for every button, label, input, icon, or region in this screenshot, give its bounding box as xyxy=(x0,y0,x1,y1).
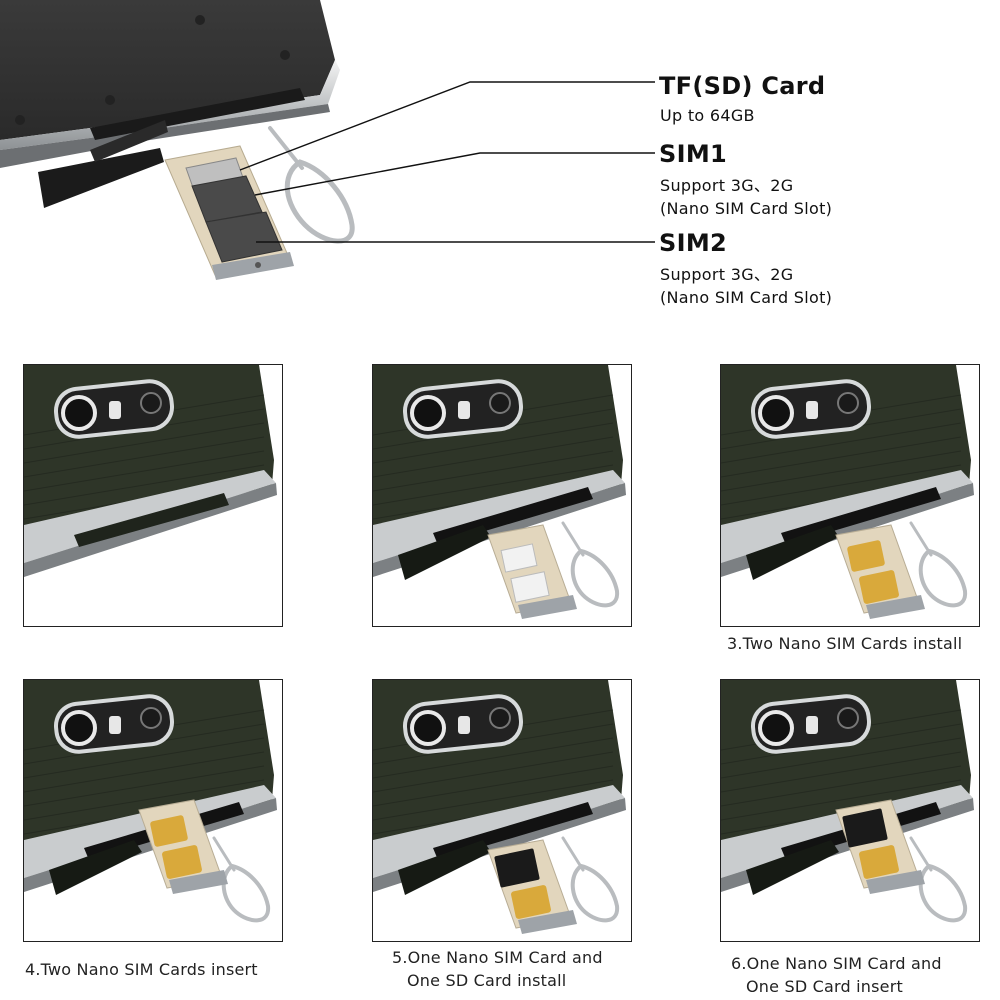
step-panel-3 xyxy=(720,364,980,627)
step-panel-6 xyxy=(720,679,980,942)
caption-step-5-line-2: One SD Card install xyxy=(407,971,567,990)
label-sim1-line-2: (Nano SIM Card Slot) xyxy=(660,199,833,218)
hero-eject-pin xyxy=(268,126,355,244)
step-illustration-1 xyxy=(24,365,277,577)
caption-step-6-line-1: 6.One Nano SIM Card and xyxy=(731,954,942,973)
camera-lens-secondary xyxy=(140,392,162,414)
eject-pin xyxy=(212,836,271,923)
nano-sim-card xyxy=(150,815,188,847)
leader-line-sim1 xyxy=(254,152,655,196)
label-tf-card-title: TF(SD) Card xyxy=(659,72,826,100)
label-sim1-title: SIM1 xyxy=(659,140,727,168)
sim-tray xyxy=(487,839,577,934)
hero-illustration xyxy=(0,0,655,280)
camera-lens xyxy=(61,710,97,746)
flash-led xyxy=(806,716,818,734)
slot-cover xyxy=(74,493,229,547)
flash-led xyxy=(109,401,121,419)
hero-flap xyxy=(38,120,168,208)
step-illustration-6 xyxy=(721,680,974,923)
slot-flap xyxy=(398,525,491,580)
hero-tray xyxy=(164,145,294,280)
slot-flap xyxy=(746,840,839,895)
flash-led xyxy=(458,716,470,734)
label-sim2-line-1: Support 3G、2G xyxy=(660,265,794,284)
camera-lens-secondary xyxy=(140,707,162,729)
eject-pin xyxy=(561,836,620,923)
camera-lens xyxy=(61,395,97,431)
sim-tray xyxy=(835,799,925,894)
caption-step-5-line-1: 5.One Nano SIM Card and xyxy=(392,948,603,967)
camera-lens-secondary xyxy=(489,707,511,729)
camera-lens xyxy=(758,710,794,746)
sim-tray xyxy=(138,799,228,894)
sd-card xyxy=(842,808,888,848)
camera-lens-secondary xyxy=(837,392,859,414)
flash-led xyxy=(806,401,818,419)
slot-flap xyxy=(398,840,491,895)
step-illustration-5 xyxy=(373,680,626,934)
step-illustration-4 xyxy=(24,680,277,923)
nano-sim-card xyxy=(847,540,885,572)
sd-card xyxy=(494,848,540,888)
label-sim1-line-1: Support 3G、2G xyxy=(660,176,794,195)
camera-lens-secondary xyxy=(837,707,859,729)
step-panel-4 xyxy=(23,679,283,942)
step-panel-5 xyxy=(372,679,632,942)
sim-tray xyxy=(487,524,577,619)
slot-flap xyxy=(49,840,142,895)
eject-pin xyxy=(561,521,620,608)
step-illustration-2 xyxy=(373,365,626,619)
leader-lines xyxy=(239,81,655,243)
flash-led xyxy=(109,716,121,734)
nano-sim-card xyxy=(511,885,551,919)
camera-lens-secondary xyxy=(489,392,511,414)
caption-step-4: 4.Two Nano SIM Cards insert xyxy=(25,960,258,979)
slot-flap xyxy=(746,525,839,580)
caption-step-6-line-2: One SD Card insert xyxy=(746,977,903,996)
eject-pin xyxy=(909,836,968,923)
eject-pin xyxy=(909,521,968,608)
flash-led xyxy=(458,401,470,419)
label-sim2-title: SIM2 xyxy=(659,229,727,257)
hero-phone xyxy=(0,0,340,168)
step-panel-1 xyxy=(23,364,283,627)
label-tf-card-line-1: Up to 64GB xyxy=(660,106,755,125)
leader-line-tf xyxy=(239,81,655,171)
nano-sim-card xyxy=(859,570,899,604)
step-panel-2 xyxy=(372,364,632,627)
camera-lens xyxy=(410,710,446,746)
camera-lens xyxy=(758,395,794,431)
label-sim2-line-2: (Nano SIM Card Slot) xyxy=(660,288,833,307)
nano-sim-card xyxy=(162,845,202,879)
step-illustration-3 xyxy=(721,365,974,619)
nano-sim-card xyxy=(859,845,899,879)
camera-lens xyxy=(410,395,446,431)
caption-step-3: 3.Two Nano SIM Cards install xyxy=(727,634,963,653)
sim-tray xyxy=(835,524,925,619)
